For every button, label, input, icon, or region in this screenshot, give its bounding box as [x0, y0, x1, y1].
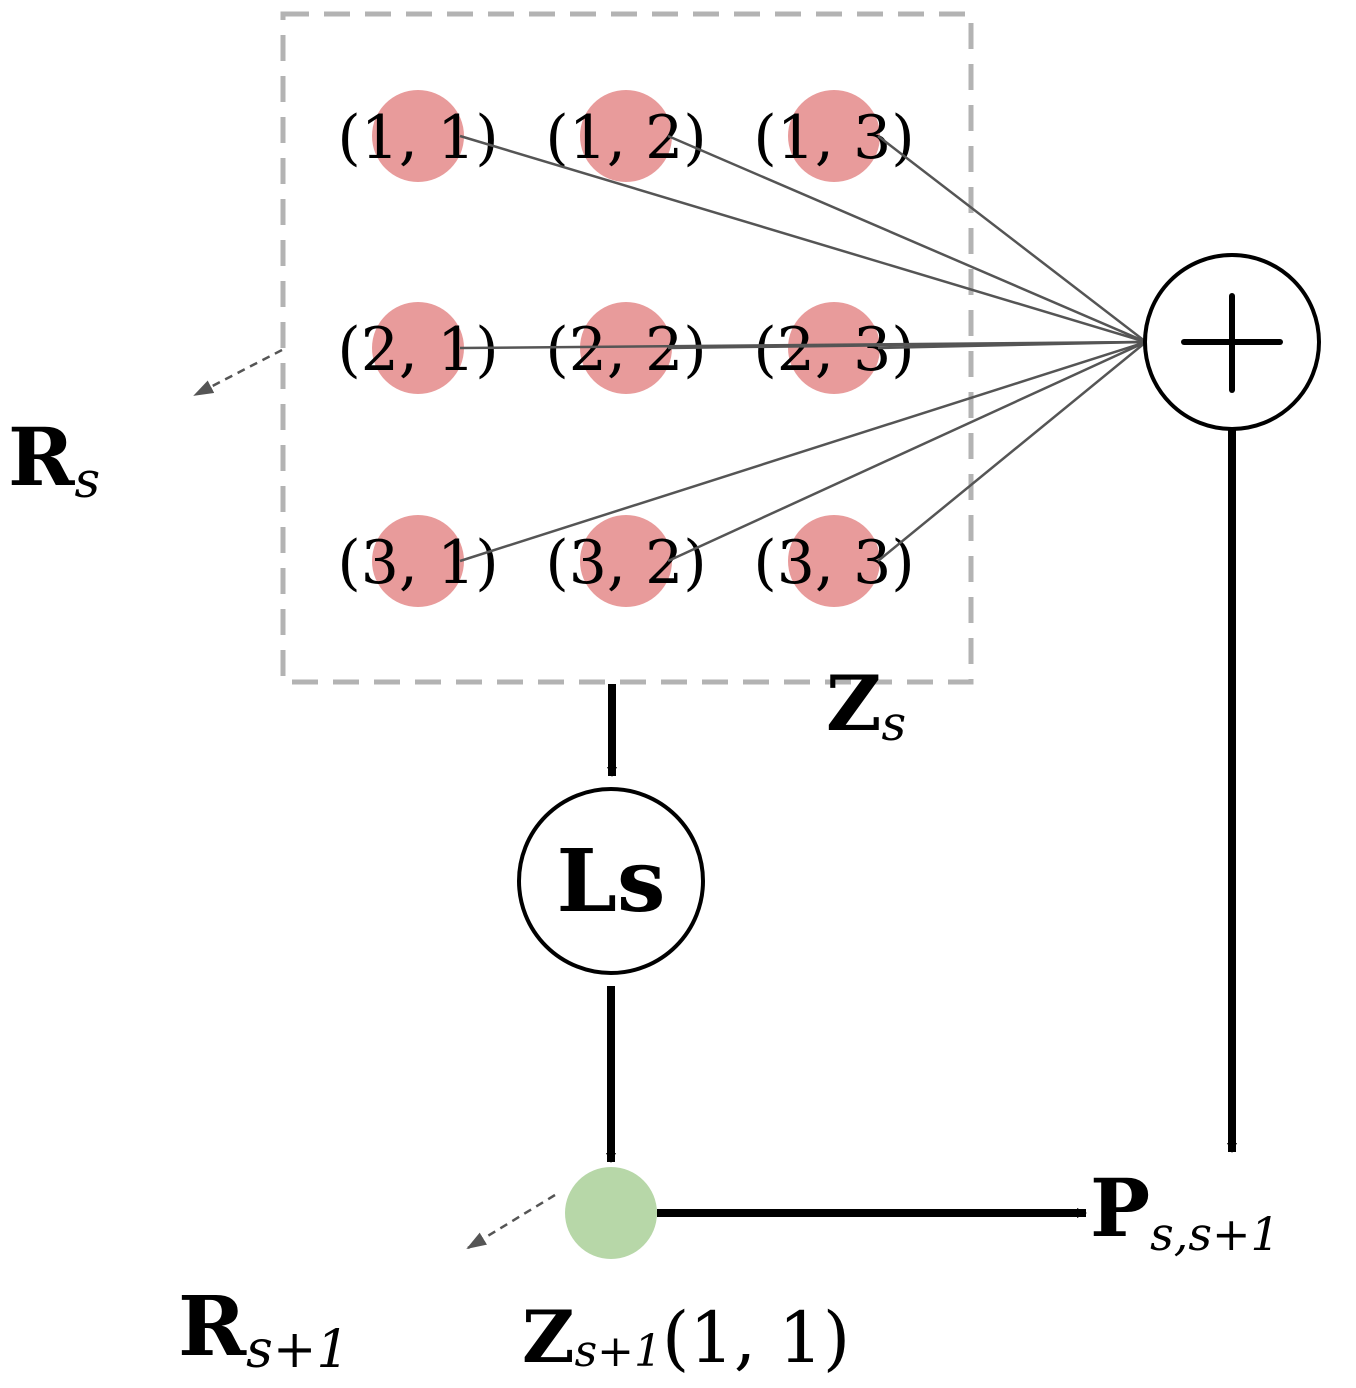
rs1-dashed-arrow [466, 1193, 556, 1250]
connector-1-2 [667, 134, 1147, 344]
grid-dashed-box [280, 11, 974, 685]
grid-label: Zs [826, 659, 906, 752]
connector-lines [459, 134, 1147, 563]
green-node [565, 1167, 657, 1259]
green-node-label: Zs+1(1, 1) [522, 1294, 850, 1379]
cell-label-3-3: (3, 3) [753, 528, 914, 598]
cell-circle-3-1 [372, 515, 464, 607]
cell-circle-2-1 [372, 302, 464, 394]
cell-label-3-2: (3, 2) [545, 528, 706, 598]
cell-circle-3-3 [788, 515, 880, 607]
sum-node [1143, 253, 1321, 431]
cell-circle-2-3 [788, 302, 880, 394]
plus-icon [1181, 293, 1283, 393]
cell-label-1-3: (1, 3) [753, 103, 914, 173]
connector-3-3 [877, 341, 1147, 562]
left-top-label: Rs [8, 410, 100, 509]
cell-circle-1-3 [788, 90, 880, 182]
cell-label-2-1: (2, 1) [337, 315, 498, 385]
cell-label-1-1: (1, 1) [337, 103, 498, 173]
grid-cell-circles [372, 90, 880, 607]
ls-node-label: Ls [557, 831, 666, 932]
connector-1-3 [877, 135, 1147, 343]
cell-label-1-2: (1, 2) [545, 103, 706, 173]
output-label: Ps,s+1 [1090, 1161, 1280, 1261]
connector-3-1 [459, 340, 1147, 563]
left-bottom-label: Rs+1 [178, 1279, 350, 1380]
cell-label-3-1: (3, 1) [337, 528, 498, 598]
rs-dashed-arrow [193, 348, 283, 397]
cell-circle-1-1 [372, 90, 464, 182]
connector-1-1 [459, 134, 1147, 344]
cell-circle-3-2 [580, 515, 672, 607]
cell-label-2-3: (2, 3) [753, 315, 914, 385]
connector-3-2 [667, 340, 1147, 563]
cell-circle-2-2 [580, 302, 672, 394]
ls-node: Ls [517, 787, 705, 975]
connector-2-3 [877, 340, 1147, 350]
cell-label-2-2: (2, 2) [545, 315, 706, 385]
cell-circle-1-2 [580, 90, 672, 182]
